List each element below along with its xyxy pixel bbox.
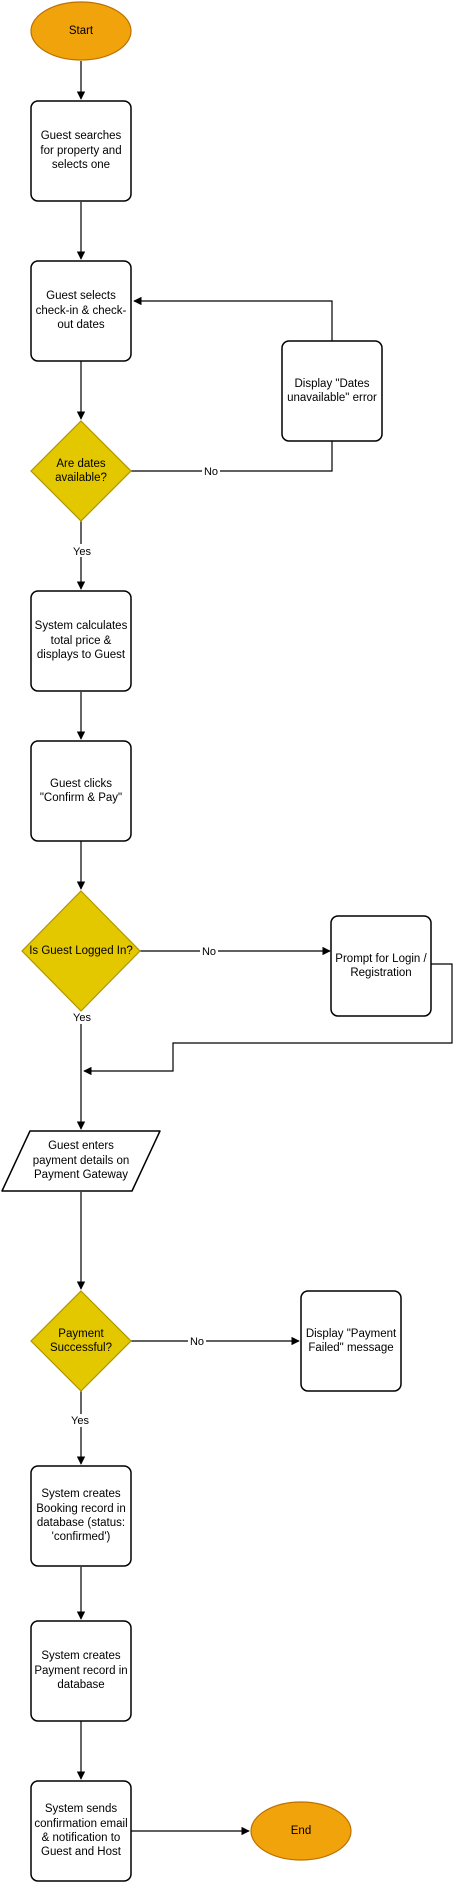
start-label: Start (68, 25, 94, 37)
calculate-price-label: System calculates total price & displays… (34, 620, 128, 662)
enter-payment-node (1, 1130, 161, 1192)
create-payment-label: System creates Payment record in databas… (34, 1650, 128, 1692)
edge-availability-no-to-error (131, 441, 333, 472)
dates-unavailable-node (281, 340, 383, 442)
create-payment-node (30, 1620, 132, 1722)
label-no-login-text: No (202, 946, 216, 958)
label-no-payment-text: No (190, 1336, 204, 1348)
logged-in-decision (21, 890, 141, 1012)
label-no-login: No (200, 945, 218, 958)
label-no-payment: No (188, 1335, 206, 1348)
label-yes-payment: Yes (69, 1414, 91, 1427)
confirm-pay-node (30, 740, 132, 842)
payment-successful-label: Payment Successful? (49, 1327, 112, 1354)
end-node (250, 1801, 352, 1861)
payment-failed-node (300, 1290, 402, 1392)
select-dates-label: Guest selects check-in & check-out dates (35, 290, 127, 332)
edge-labels: No Yes No Yes No Yes (69, 464, 220, 1427)
search-property-label: Guest searches for property and selects … (40, 130, 122, 172)
dates-available-decision (30, 420, 132, 522)
confirm-pay-label: Guest clicks "Confirm & Pay" (39, 777, 123, 804)
label-yes-login: Yes (71, 1011, 93, 1024)
dates-available-label: Are dates available? (55, 457, 107, 484)
edge-prompt-to-merge (83, 963, 453, 1076)
label-yes-dates: Yes (71, 544, 93, 558)
prompt-login-node (330, 915, 432, 1017)
send-confirmation-node (30, 1780, 132, 1882)
create-booking-node (30, 1465, 132, 1567)
logged-in-label: Is Guest Logged In? (29, 945, 133, 957)
edges (76, 61, 453, 1836)
edge-error-to-dates (133, 296, 333, 341)
prompt-login-label: Prompt for Login / Registration (335, 952, 427, 979)
calculate-price-node (30, 590, 132, 692)
label-no-dates: No (202, 464, 220, 478)
payment-failed-label: Display "Payment Failed" message (305, 1327, 397, 1354)
label-yes-dates-text: Yes (73, 546, 91, 558)
payment-successful-decision (30, 1290, 132, 1392)
search-property-node (30, 100, 132, 202)
end-label: End (290, 1825, 312, 1837)
create-booking-label: System creates Booking record in databas… (36, 1488, 126, 1544)
label-yes-login-text: Yes (73, 1012, 91, 1024)
dates-unavailable-label: Display "Dates unavailable" error (287, 377, 377, 404)
send-confirmation-label: System sends confirmation email & notifi… (34, 1803, 128, 1859)
start-node (30, 1, 132, 61)
label-yes-payment-text: Yes (71, 1415, 89, 1427)
label-no-dates-text: No (204, 466, 218, 478)
select-dates-node (30, 260, 132, 362)
enter-payment-label: Guest enters payment details on Payment … (32, 1140, 130, 1182)
